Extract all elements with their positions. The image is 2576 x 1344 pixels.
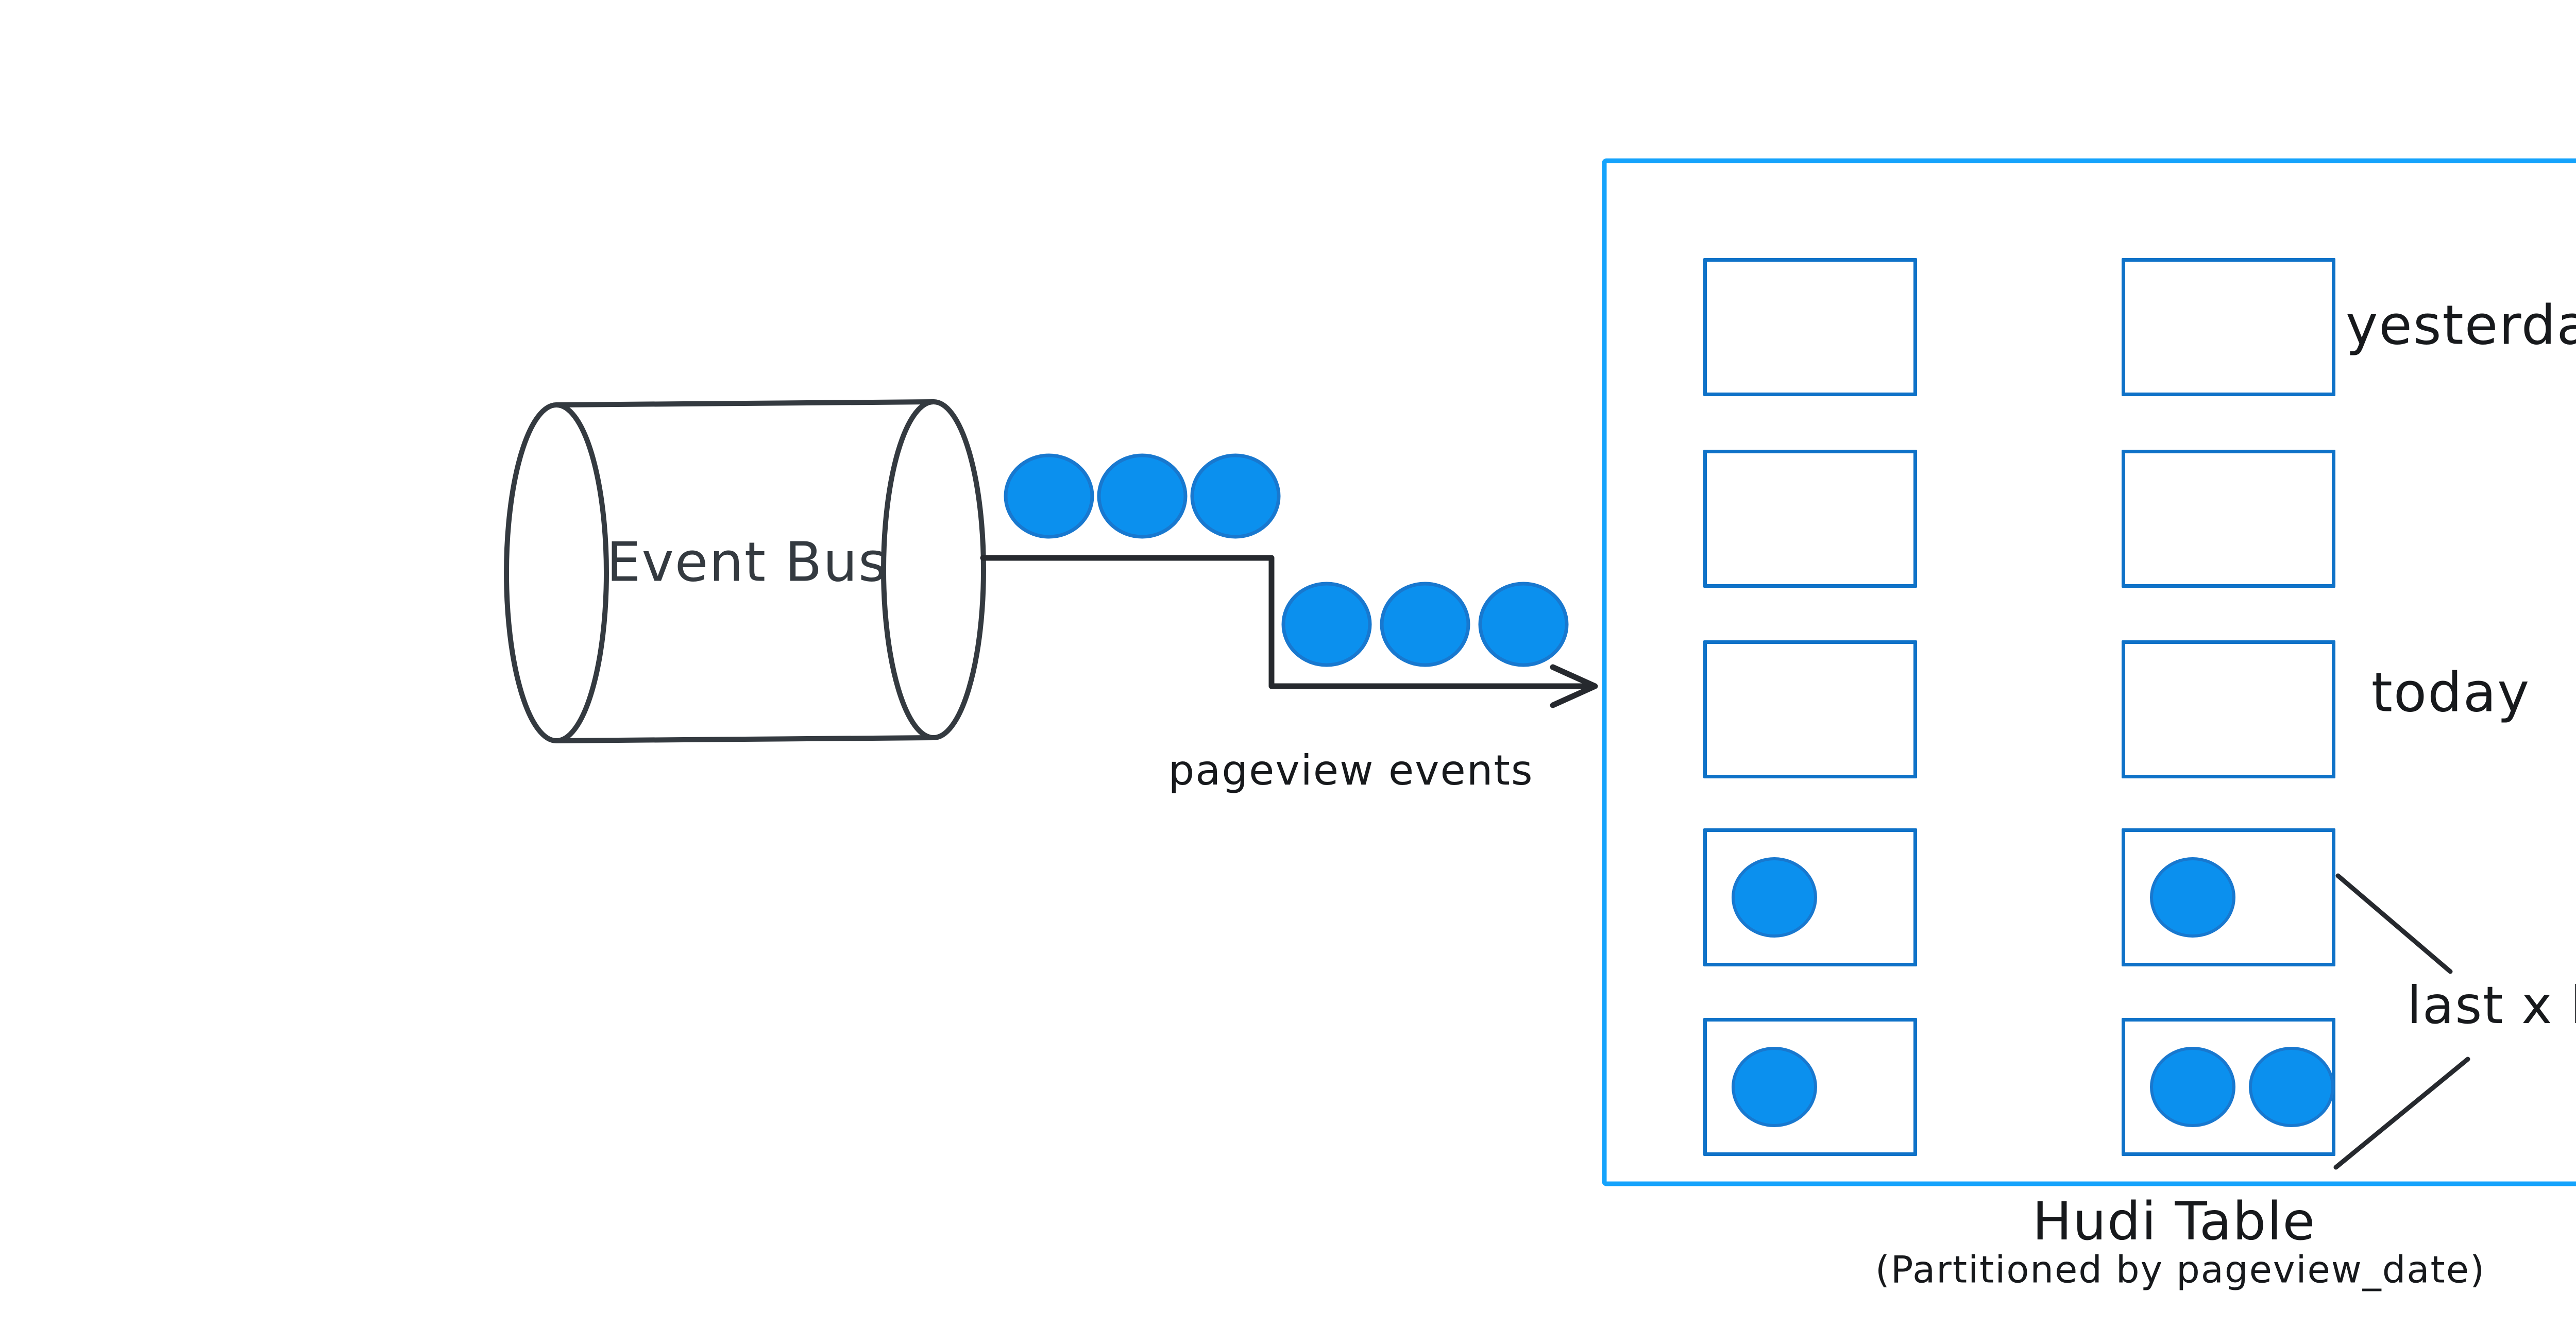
event-dot	[1732, 1047, 1817, 1127]
partition-label-today: today	[2371, 661, 2531, 724]
callout-line-upper	[2335, 873, 2453, 974]
event-dot	[2249, 1047, 2334, 1127]
hudi-table-title: Hudi Table	[2032, 1190, 2316, 1252]
hudi-table-subtitle: (Partitioned by pageview_date)	[1875, 1248, 2486, 1291]
event-bus-cylinder	[504, 399, 986, 743]
cylinder-body-fill	[556, 402, 934, 741]
event-dot	[1190, 453, 1281, 539]
partition-cell	[1703, 828, 1917, 966]
cylinder-right-ellipse	[881, 399, 986, 740]
partition-cell	[2122, 828, 2335, 966]
stream-arrowhead-icon	[1550, 664, 1598, 708]
partition-cell	[2122, 258, 2335, 396]
callout-line-lower	[2333, 1057, 2470, 1170]
stream-arrow	[980, 555, 1598, 708]
partition-cell	[2122, 640, 2335, 778]
event-dot	[1004, 453, 1094, 539]
cylinder-bottom-edge	[554, 735, 936, 743]
partition-cell	[2122, 450, 2335, 588]
event-dot	[1097, 453, 1188, 539]
event-dot	[1281, 582, 1372, 667]
cylinder-top-edge	[554, 399, 936, 407]
event-dot	[1478, 582, 1569, 667]
partition-cell	[1703, 1018, 1917, 1156]
event-dot	[2150, 1047, 2235, 1127]
partition-cell	[1703, 258, 1917, 396]
cylinder-left-ellipse	[504, 402, 609, 743]
hudi-table-container	[1602, 158, 2576, 1186]
partition-label-yesterday: yesterday	[2346, 294, 2576, 357]
partition-cell	[1703, 640, 1917, 778]
stream-event-dots	[1004, 453, 1569, 667]
partition-cell	[1703, 450, 1917, 588]
last-x-hrs-callout-lines	[2333, 873, 2470, 1170]
pageview-events-label: pageview events	[1168, 746, 1534, 794]
partition-cell	[2122, 1018, 2335, 1156]
stream-arrow-path	[980, 555, 1596, 689]
event-dot	[1732, 857, 1817, 938]
event-dot	[2150, 857, 2235, 938]
event-dot	[1380, 582, 1470, 667]
partition-label-last-x-hrs: last x hrs	[2407, 975, 2576, 1035]
event-bus-label: Event Bus	[606, 531, 888, 594]
